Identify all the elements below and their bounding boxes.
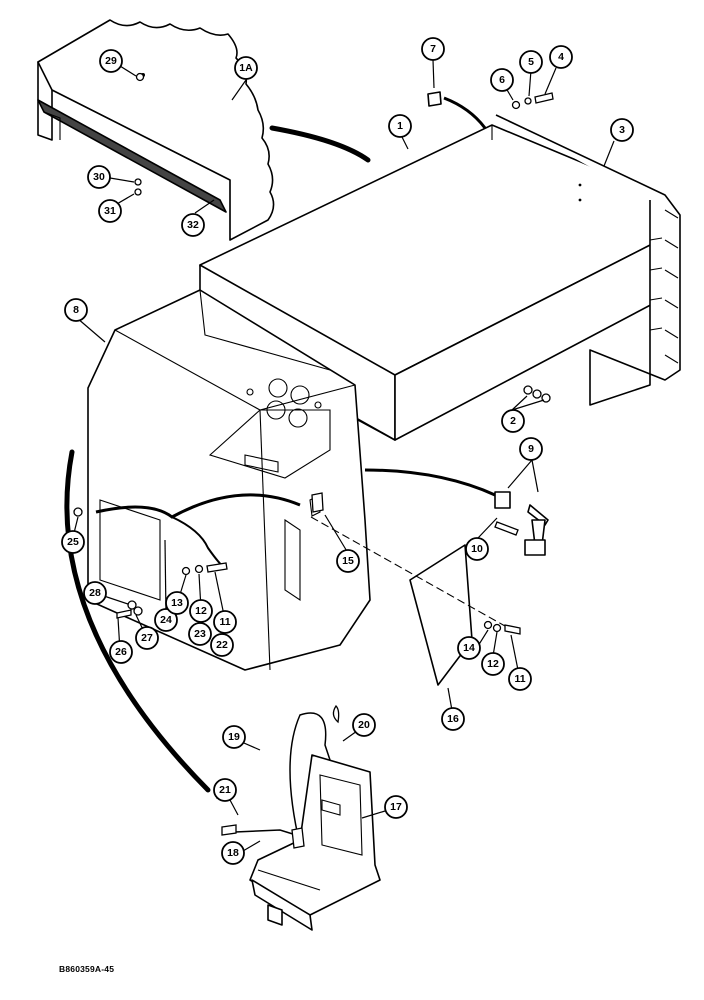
callout-15: 15: [336, 549, 360, 573]
callout-13: 13: [165, 591, 189, 615]
callout-28: 28: [83, 581, 107, 605]
callout-17: 17: [384, 795, 408, 819]
callout-21: 21: [213, 778, 237, 802]
callout-5: 5: [519, 50, 543, 74]
svg-text:14: 14: [463, 642, 475, 654]
svg-text:8: 8: [73, 304, 79, 316]
svg-text:20: 20: [358, 719, 370, 731]
svg-text:5: 5: [528, 56, 534, 68]
svg-text:22: 22: [216, 639, 228, 651]
callout-12-upper: 12: [189, 599, 213, 623]
drawing-reference-code: B860359A-45: [59, 964, 115, 974]
callouts: 1A 29 30 31 32 7 6 5 4 3 1 2 8 9 10 25 1…: [61, 37, 634, 865]
part-16-cover-plate: [409, 544, 473, 686]
svg-text:25: 25: [67, 536, 79, 548]
part-17-storage-tray: [249, 754, 381, 931]
svg-text:11: 11: [514, 673, 525, 685]
callout-18: 18: [221, 841, 245, 865]
callout-14: 14: [457, 636, 481, 660]
callout-23: 23: [188, 622, 212, 646]
callout-7: 7: [421, 37, 445, 61]
svg-text:17: 17: [390, 801, 402, 813]
callout-29: 29: [99, 49, 123, 73]
svg-text:32: 32: [187, 219, 199, 231]
svg-text:13: 13: [171, 597, 183, 609]
callout-10: 10: [465, 537, 489, 561]
callout-20: 20: [352, 713, 376, 737]
part-9-lever: [494, 491, 549, 556]
part-8-control-console: [87, 289, 371, 671]
gauge-cluster: [246, 378, 322, 428]
svg-text:9: 9: [528, 443, 534, 455]
svg-text:16: 16: [447, 713, 459, 725]
svg-text:7: 7: [430, 43, 436, 55]
svg-text:29: 29: [105, 55, 117, 67]
callout-4: 4: [549, 45, 573, 69]
callout-22: 22: [210, 633, 234, 657]
callout-24: 24: [154, 608, 178, 632]
svg-text:15: 15: [342, 555, 354, 567]
callout-30: 30: [87, 165, 111, 189]
svg-text:23: 23: [194, 628, 206, 640]
svg-text:21: 21: [219, 784, 231, 796]
callout-1: 1: [388, 114, 412, 138]
svg-text:12: 12: [487, 658, 499, 670]
callout-3: 3: [610, 118, 634, 142]
svg-text:3: 3: [619, 124, 625, 136]
callout-12-lower: 12: [481, 652, 505, 676]
callout-11-lower: 11: [508, 667, 532, 691]
callout-11-upper: 11: [213, 610, 237, 634]
part-3-side-panel: [495, 114, 681, 406]
callout-26: 26: [109, 640, 133, 664]
svg-text:6: 6: [499, 74, 505, 86]
svg-text:10: 10: [471, 543, 483, 555]
callout-9: 9: [519, 437, 543, 461]
callout-32: 32: [181, 213, 205, 237]
callout-2: 2: [501, 409, 525, 433]
alignment-line: [310, 516, 506, 627]
svg-text:2: 2: [510, 415, 516, 427]
svg-text:31: 31: [104, 205, 116, 217]
svg-text:18: 18: [227, 847, 239, 859]
svg-text:1A: 1A: [239, 62, 253, 74]
svg-text:24: 24: [160, 614, 172, 626]
callout-8: 8: [64, 298, 88, 322]
svg-text:27: 27: [141, 632, 153, 644]
cables: [64, 96, 496, 846]
part-7-switch: [427, 91, 442, 107]
callout-16: 16: [441, 707, 465, 731]
callout-31: 31: [98, 199, 122, 223]
callout-19: 19: [222, 725, 246, 749]
svg-text:12: 12: [195, 605, 207, 617]
callout-27: 27: [135, 626, 159, 650]
callout-1A: 1A: [234, 56, 258, 80]
callout-25: 25: [61, 530, 85, 554]
part-1A-cover: [37, 19, 275, 241]
svg-text:30: 30: [93, 171, 105, 183]
svg-text:4: 4: [558, 51, 564, 63]
svg-text:11: 11: [219, 616, 230, 628]
callout-6: 6: [490, 68, 514, 92]
svg-text:1: 1: [397, 120, 403, 132]
svg-text:26: 26: [115, 646, 127, 658]
svg-text:28: 28: [89, 587, 101, 599]
svg-text:19: 19: [228, 731, 240, 743]
